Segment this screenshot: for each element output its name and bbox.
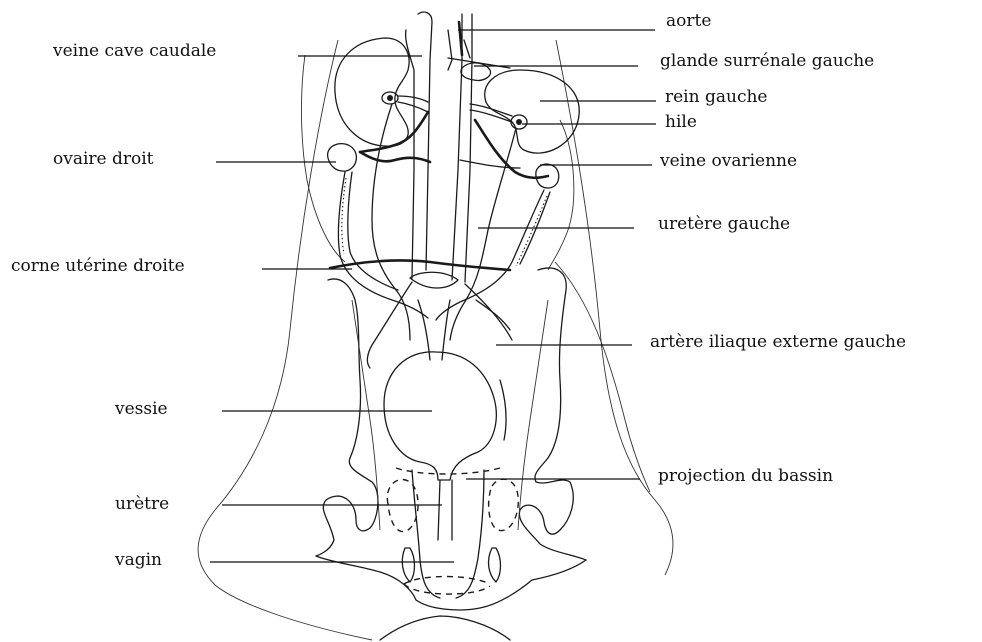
- ovary-right: [328, 144, 357, 171]
- label-corne-uterine-droite: corne utérine droite: [11, 256, 185, 276]
- uterine-horn-right: [338, 172, 428, 318]
- label-aorte: aorte: [666, 11, 711, 31]
- pelvic-bone-right: [519, 268, 586, 560]
- leader-lines: [210, 30, 656, 562]
- anatomy-drawing: [198, 12, 673, 640]
- label-rein-gauche: rein gauche: [665, 87, 767, 107]
- label-veine-cave-caudale: veine cave caudale: [52, 41, 216, 61]
- bottom-arch: [380, 616, 510, 640]
- body-outline-left: [198, 40, 372, 640]
- labels: aorte veine cave caudale glande surrénal…: [11, 11, 906, 570]
- label-ovaire-droit: ovaire droit: [53, 149, 154, 169]
- label-glande-surrenale-gauche: glande surrénale gauche: [660, 51, 874, 71]
- label-vessie: vessie: [114, 399, 168, 419]
- urethra: [438, 480, 452, 540]
- label-hile: hile: [665, 112, 697, 132]
- label-uretere-gauche: uretère gauche: [658, 214, 790, 234]
- label-projection-du-bassin: projection du bassin: [658, 466, 833, 486]
- uterine-body: [410, 272, 458, 288]
- kidney-right: [335, 38, 409, 146]
- bladder: [384, 352, 496, 480]
- body-outline-right-outer: [555, 262, 650, 492]
- label-veine-ovarienne: veine ovarienne: [659, 151, 797, 171]
- label-uretre: urètre: [115, 494, 169, 514]
- ovarian-vein-right: [360, 112, 428, 152]
- label-artere-iliaque-externe-gauche: artère iliaque externe gauche: [650, 332, 906, 352]
- flank-right-inner: [548, 120, 574, 270]
- label-vagin: vagin: [114, 550, 162, 570]
- pelvic-bone-left: [316, 279, 378, 556]
- vena-cava: [406, 12, 432, 278]
